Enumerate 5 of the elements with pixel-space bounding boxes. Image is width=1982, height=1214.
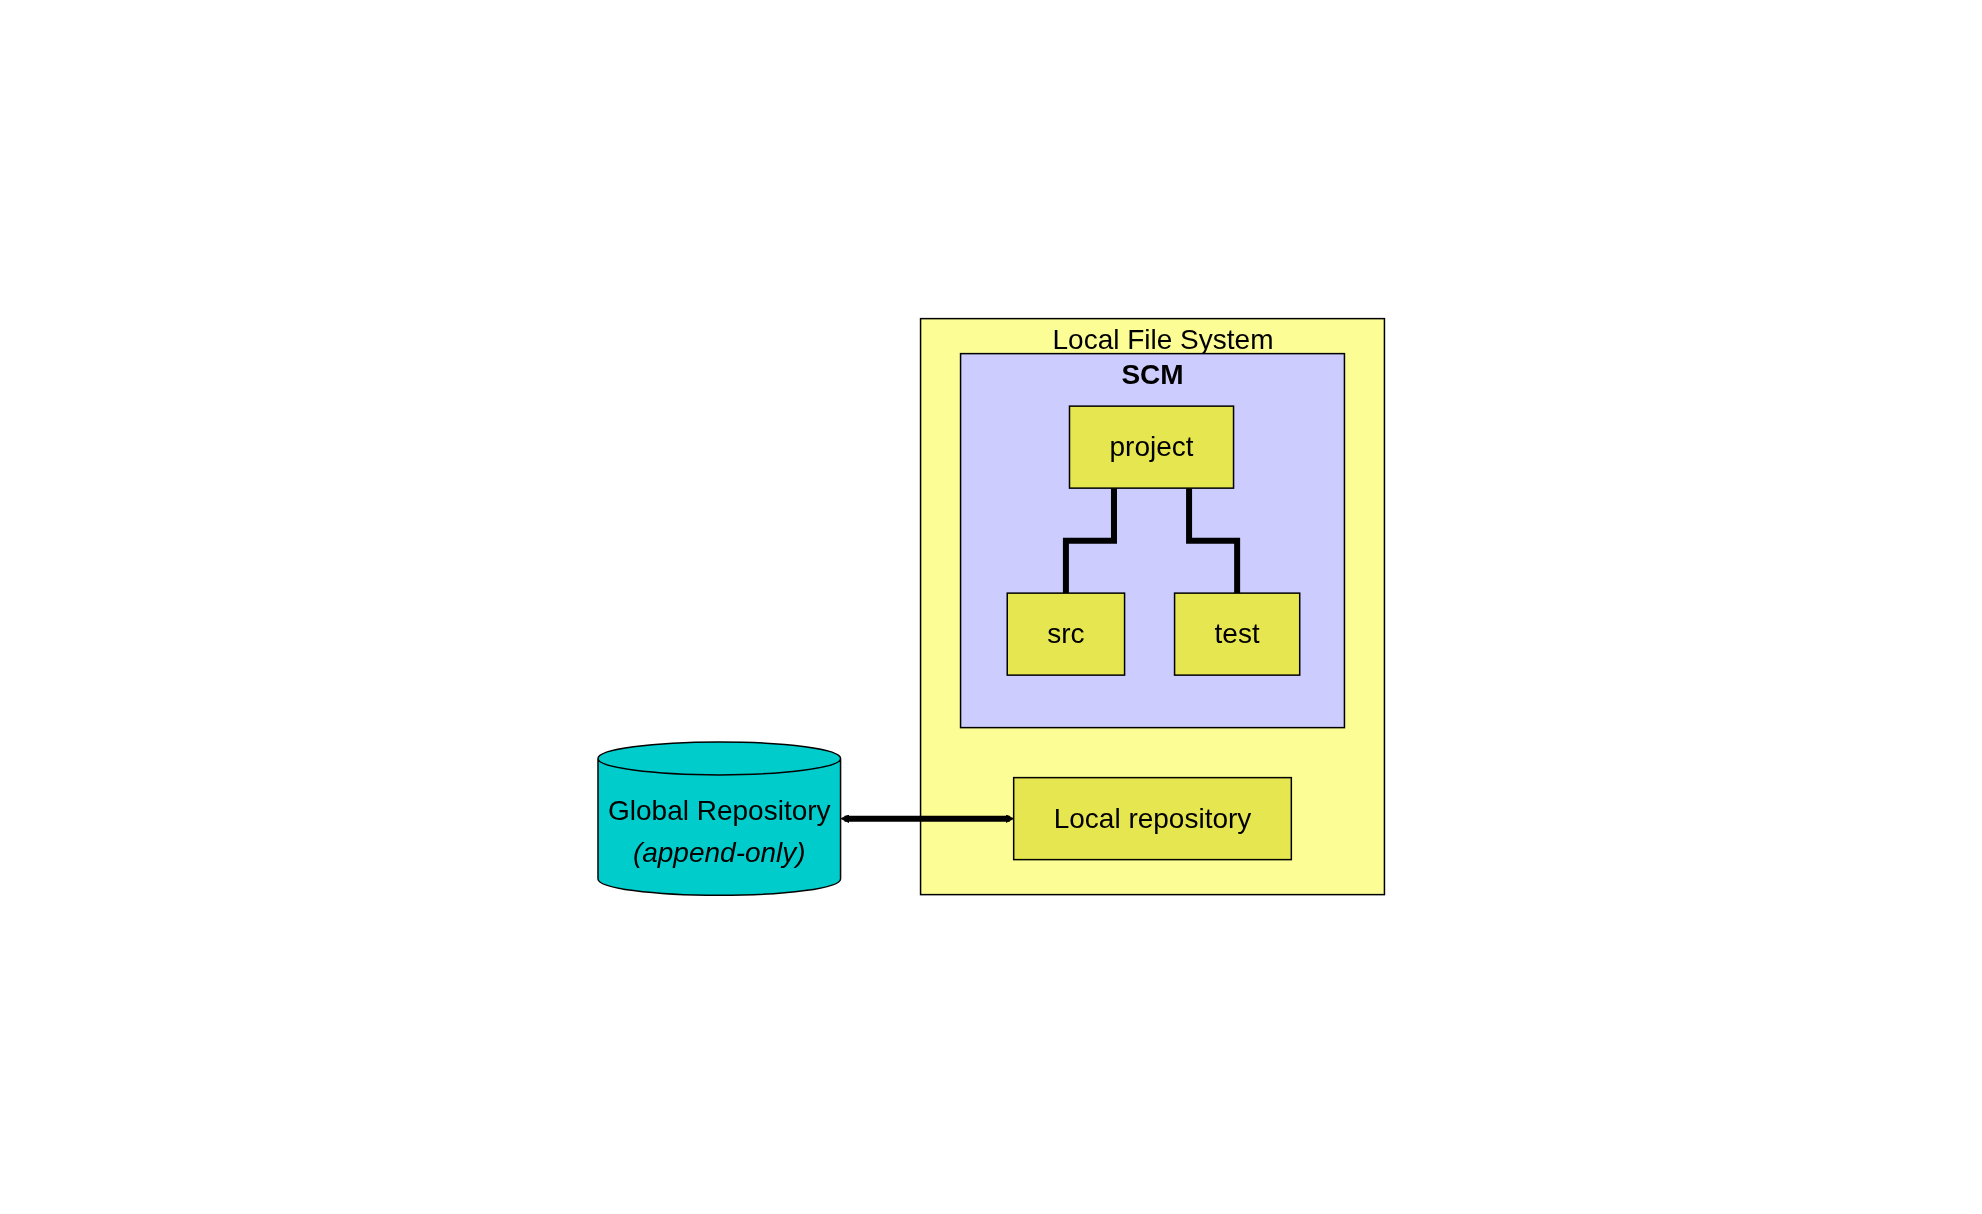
node-box: project bbox=[1068, 405, 1235, 489]
arrow bbox=[840, 814, 1014, 824]
node-box: Local repository bbox=[1012, 776, 1292, 861]
node-box: test bbox=[1173, 592, 1301, 676]
node-box: src bbox=[1006, 592, 1126, 676]
